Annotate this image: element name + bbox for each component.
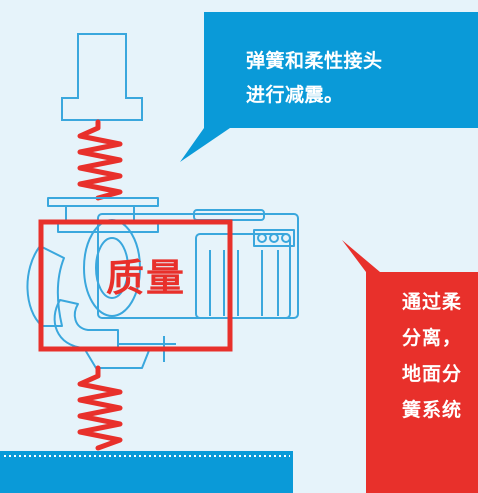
red-callout-shape: [342, 240, 478, 493]
spring-icon: [77, 365, 123, 451]
ground-platform-icon: [0, 451, 293, 493]
spring-icon: [77, 119, 123, 201]
blue-callout: 弹簧和柔性接头 进行减震。: [204, 12, 478, 162]
mass-label: 质量: [105, 256, 186, 300]
mass-box: [38, 219, 233, 352]
blue-callout-text: 弹簧和柔性接头 进行减震。: [246, 50, 383, 106]
upper-mount-outline: [61, 33, 143, 121]
blue-callout-shape: [180, 12, 478, 162]
